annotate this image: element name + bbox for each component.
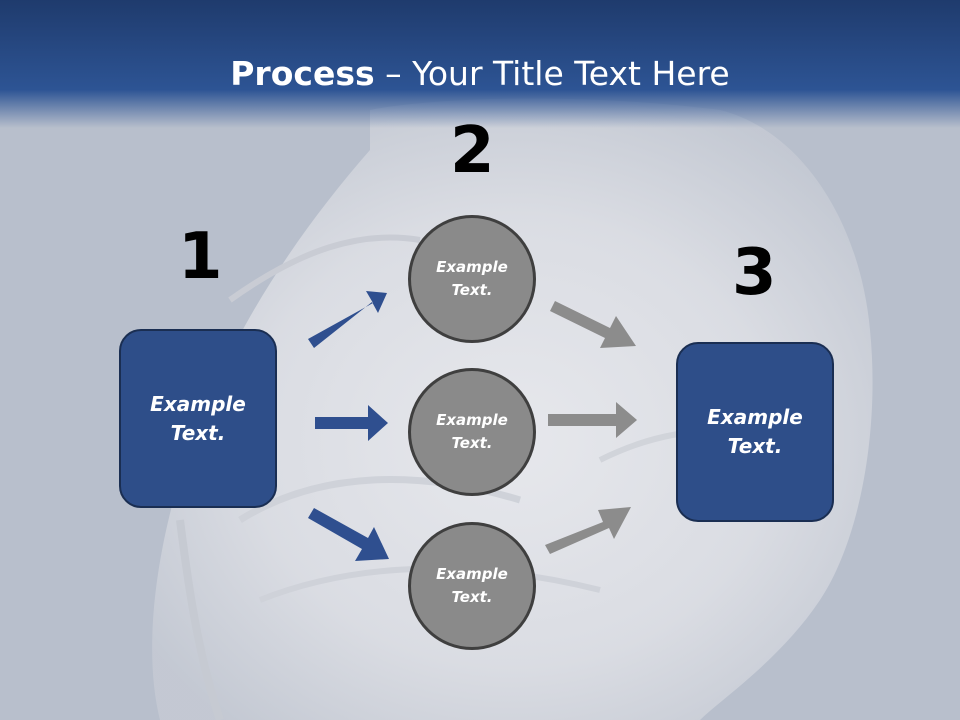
arrow-blue-middle (315, 405, 388, 441)
arrow-gray-middle (548, 402, 637, 438)
end-box-line2: Text. (727, 434, 783, 458)
step-number-2: 2 (450, 114, 495, 188)
arrow-blue-down (308, 508, 389, 561)
start-box-line1: Example (150, 391, 246, 416)
circle-middle-line2: Text. (451, 434, 493, 452)
step-number-1: 1 (178, 220, 223, 294)
slide-title: Process – Your Title Text Here (0, 52, 960, 96)
circle-top-line1: Example (436, 258, 508, 276)
arrow-gray-up (545, 507, 631, 554)
circle-middle: Example Text. (408, 368, 536, 496)
circle-middle-line1: Example (436, 411, 508, 429)
start-box: Example Text. (119, 329, 277, 508)
step-number-3: 3 (732, 236, 777, 310)
arrow-blue-up (308, 291, 387, 348)
circle-top: Example Text. (408, 215, 536, 343)
arrow-gray-down (550, 301, 636, 348)
header-bar (0, 0, 960, 128)
circle-top-line2: Text. (451, 281, 493, 299)
end-box: Example Text. (676, 342, 834, 522)
title-rest: – Your Title Text Here (374, 54, 730, 93)
circle-bottom-line2: Text. (451, 588, 493, 606)
circle-bottom: Example Text. (408, 522, 536, 650)
end-box-line1: Example (707, 405, 803, 429)
title-bold: Process (230, 54, 375, 93)
circle-bottom-line1: Example (436, 565, 508, 583)
start-box-line2: Text. (170, 420, 226, 445)
